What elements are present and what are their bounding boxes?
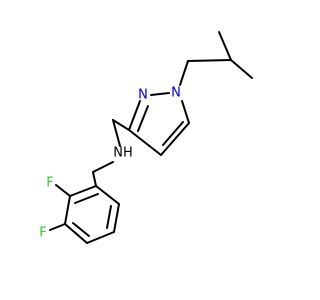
bond-n2-c3 xyxy=(128,100,141,131)
atom-labels: N N NH F F xyxy=(39,86,181,241)
bond-ch-ch2 xyxy=(187,59,232,62)
bond-methylene-nh xyxy=(112,119,121,147)
atom-f-ortho-label: F xyxy=(46,176,53,191)
atom-n1-label: N xyxy=(171,86,181,101)
bond-n2-c3-double xyxy=(137,105,149,132)
bond-ar1-ar2-double xyxy=(74,193,99,204)
bond-ch3a-ch xyxy=(218,31,232,61)
bond-c3-methylene xyxy=(112,119,130,131)
bond-c4-c5 xyxy=(160,122,190,156)
bond-c5-n1 xyxy=(181,100,190,124)
bond-ar5-ar6-double xyxy=(106,205,112,229)
bond-ar5-ar6 xyxy=(113,203,120,233)
bond-c3-c4 xyxy=(128,129,162,156)
methylene-amine-linker xyxy=(92,119,130,187)
bond-ar1-ar2 xyxy=(69,185,97,197)
atom-nh-label: NH xyxy=(113,146,133,161)
pyrazole-ring xyxy=(128,92,190,156)
bond-ar4-ar5 xyxy=(86,231,115,244)
bond-ar3-f xyxy=(49,223,66,231)
bond-ar2-f xyxy=(55,184,71,197)
bond-n1-n2 xyxy=(150,92,170,96)
bond-ch2b-ring xyxy=(92,171,97,187)
molecule-structure: N N NH F F xyxy=(39,31,253,244)
isobutyl-group xyxy=(179,31,253,86)
bond-ch2-n1 xyxy=(179,60,189,86)
bond-c4-c5-double xyxy=(162,121,184,146)
bond-ar2-ar3 xyxy=(64,195,71,225)
bond-ar3-ar4-double xyxy=(72,222,90,237)
atom-f-meta-label: F xyxy=(39,226,46,241)
bond-nh-left xyxy=(92,161,114,173)
bond-ar3-ar4 xyxy=(64,223,88,244)
atom-n2-label: N xyxy=(138,88,148,103)
difluorobenzene-ring xyxy=(49,184,120,244)
bond-ch-ch3b xyxy=(230,59,253,79)
bond-ar6-ar1 xyxy=(95,185,120,205)
